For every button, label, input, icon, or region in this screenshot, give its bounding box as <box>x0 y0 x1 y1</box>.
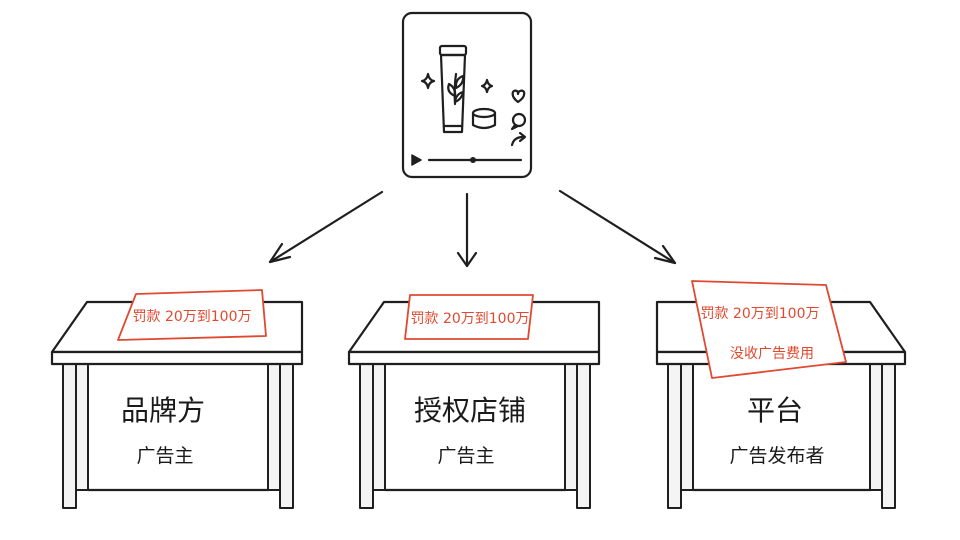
penalty-line: 罚款 20万到100万 <box>133 309 252 325</box>
leaf-icon <box>447 72 465 106</box>
heart-icon <box>511 89 526 104</box>
party-name: 授权店铺 <box>414 394 526 427</box>
penalty-note: 罚款 20万到100万 没收广告费用 <box>691 280 847 379</box>
play-icon <box>411 154 422 166</box>
penalty-line: 罚款 20万到100万 <box>411 311 530 327</box>
party-name: 品牌方 <box>121 394 205 427</box>
product-jar-icon <box>471 107 497 130</box>
party-role: 广告发布者 <box>729 445 824 467</box>
desk-brand: 罚款 20万到100万 品牌方 广告主 <box>50 289 304 509</box>
arrow-to-desk-2 <box>456 192 478 268</box>
party-role: 广告主 <box>437 445 494 467</box>
sparkle-icon <box>420 72 436 90</box>
penalty-line: 罚款 20万到100万 <box>701 306 820 322</box>
party-role: 广告主 <box>136 445 193 467</box>
arrow-to-desk-1 <box>268 190 384 264</box>
product-tube-icon <box>438 44 468 134</box>
penalty-note: 罚款 20万到100万 <box>404 294 534 340</box>
desk-authorized-store: 罚款 20万到100万 授权店铺 广告主 <box>347 294 601 509</box>
video-post-card <box>401 11 533 179</box>
desk-platform: 罚款 20万到100万 没收广告费用 平台 广告发布者 <box>655 280 907 509</box>
comment-icon <box>510 112 527 131</box>
sparkle-icon <box>480 78 494 94</box>
progress-thumb <box>470 157 476 163</box>
penalty-note: 罚款 20万到100万 <box>117 289 267 341</box>
penalty-line: 没收广告费用 <box>730 346 814 362</box>
arrow-to-desk-3 <box>558 189 677 265</box>
party-name: 平台 <box>747 394 803 427</box>
share-icon <box>510 131 527 147</box>
